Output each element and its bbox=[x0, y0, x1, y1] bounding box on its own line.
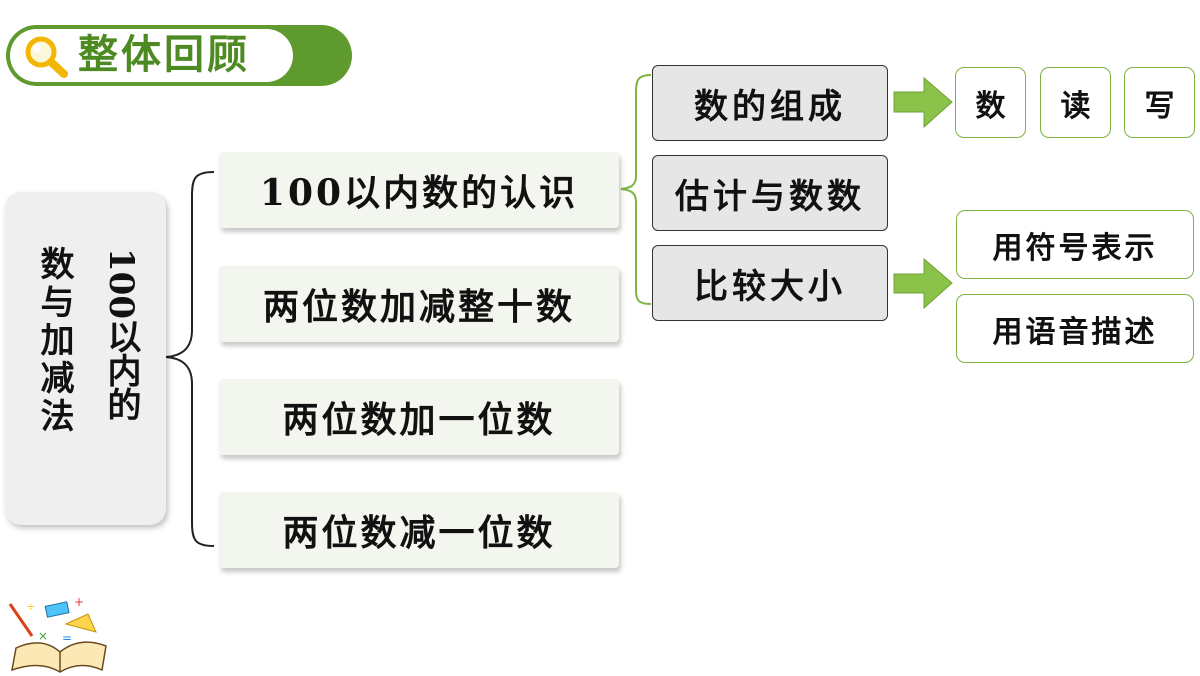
node-l2-estimate-count: 估计与数数 bbox=[652, 155, 888, 231]
svg-text:÷: ÷ bbox=[26, 600, 35, 613]
svg-text:+: + bbox=[74, 596, 84, 609]
title-banner-inner bbox=[10, 29, 293, 82]
svg-text:×: × bbox=[38, 629, 48, 643]
node-l2-compare: 比较大小 bbox=[652, 245, 888, 321]
node-l1-add-one-digit: 两位数加一位数 bbox=[219, 379, 619, 455]
page-title: 整体回顾 bbox=[78, 32, 250, 78]
book-illustration-icon: + ÷ × = bbox=[8, 596, 107, 673]
root-brace bbox=[165, 171, 215, 547]
arrow-icon bbox=[893, 76, 953, 129]
leaf-verbal: 用语音描述 bbox=[956, 294, 1194, 363]
node-l1-add-sub-tens: 两位数加减整十数 bbox=[219, 266, 619, 342]
leaf-read: 读 bbox=[1040, 67, 1111, 138]
root-label-line2: 数与加减法 bbox=[34, 246, 74, 436]
root-label-line1: 100以内的 bbox=[101, 248, 141, 421]
root-node bbox=[5, 192, 166, 525]
node-l1-sub-one-digit: 两位数减一位数 bbox=[219, 492, 619, 568]
arrow-icon bbox=[893, 257, 953, 310]
svg-text:=: = bbox=[62, 631, 72, 645]
leaf-symbol: 用符号表示 bbox=[956, 210, 1194, 279]
node-l1-recognition: 100以内数的认识 bbox=[219, 152, 619, 228]
leaf-write: 写 bbox=[1124, 67, 1195, 138]
leaf-count: 数 bbox=[955, 67, 1026, 138]
magnifier-icon bbox=[22, 34, 70, 78]
sub-brace bbox=[620, 74, 652, 305]
node-l2-composition: 数的组成 bbox=[652, 65, 888, 141]
